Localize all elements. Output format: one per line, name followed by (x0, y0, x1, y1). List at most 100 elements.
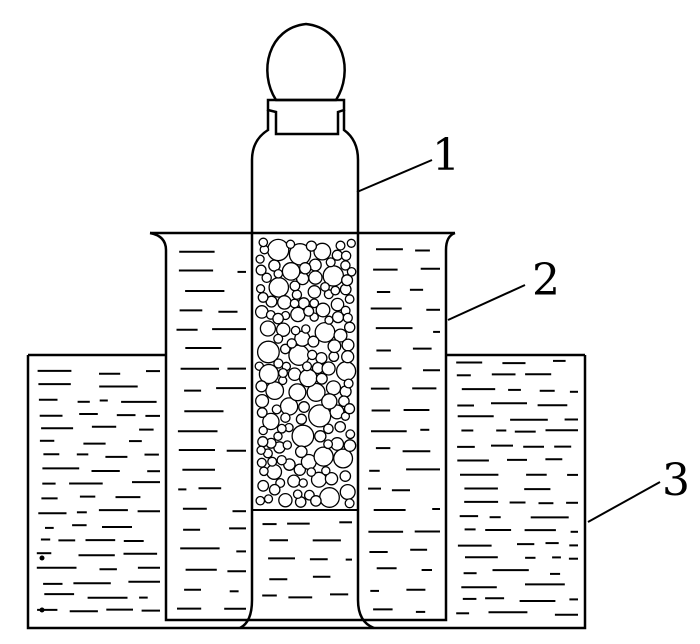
packing-bead (256, 407, 268, 419)
packing-bead (257, 436, 269, 448)
packing-bead (308, 270, 323, 285)
packing-bead (309, 298, 320, 309)
packing-bead (324, 315, 334, 325)
packing-bead (256, 340, 280, 364)
liquid-hatching (36, 248, 578, 616)
stoppered-tube (239, 22, 375, 630)
label-3: 3 (662, 455, 690, 506)
packing-bead (341, 350, 355, 364)
packing-bead (313, 446, 334, 467)
packing-bead (324, 471, 339, 486)
packing-bead (333, 448, 354, 469)
packing-bead (323, 439, 334, 450)
packing-bead (294, 445, 308, 459)
packing-bead (266, 238, 290, 262)
outer-bath-outline (26, 353, 587, 630)
packing-bead (346, 238, 356, 248)
packing-bead (255, 264, 267, 276)
packing-bead (315, 372, 328, 385)
packing-bead (278, 492, 293, 508)
packing-bead (305, 240, 318, 252)
packing-bead (321, 393, 338, 410)
stopper-bulb (266, 22, 346, 102)
packing-beads (254, 237, 357, 509)
packing-bead (307, 335, 320, 348)
packing-bead (313, 242, 332, 261)
packing-bead (343, 378, 354, 389)
packing-bead (262, 412, 280, 431)
packing-bead (334, 420, 347, 433)
packing-bead (310, 495, 322, 507)
packing-bead (255, 495, 266, 506)
packing-bead (306, 382, 326, 402)
packing-bead (273, 268, 284, 279)
packing-bead (335, 361, 357, 382)
packing-bead (277, 367, 289, 379)
packing-bead (339, 470, 352, 482)
packing-bead (277, 295, 292, 310)
packing-bead (291, 424, 315, 448)
packing-bead (325, 257, 336, 268)
packing-bead (314, 430, 327, 443)
packing-bead (281, 262, 301, 281)
packing-bead (315, 302, 331, 318)
packing-bead (289, 280, 301, 292)
outer-bath (26, 353, 587, 630)
tube-left-wall (239, 110, 270, 630)
packing-bead (258, 425, 268, 436)
packing-bead (343, 321, 356, 334)
packing-bead (255, 284, 266, 294)
packing-bead (343, 439, 357, 453)
packing-bead (330, 297, 345, 312)
leader-line-3 (587, 481, 661, 523)
packing-bead (279, 343, 291, 355)
packing-bead (273, 333, 284, 344)
packing-bead (340, 250, 352, 262)
packing-bead (319, 487, 340, 508)
packing-bead (287, 474, 301, 488)
packing-bead (342, 312, 353, 324)
packing-bead (291, 289, 303, 300)
packing-bead (280, 412, 291, 423)
packing-bead (307, 285, 322, 299)
stopper-plug (266, 98, 346, 136)
packing-bead (272, 312, 284, 325)
packing-bead (258, 237, 269, 248)
packing-bead (255, 380, 268, 393)
packing-bead (292, 489, 303, 500)
packing-bead (343, 403, 356, 415)
label-2: 2 (532, 255, 560, 306)
packing-bead (341, 274, 354, 287)
liquid-dot (39, 555, 45, 561)
packing-bead (344, 294, 355, 305)
packing-bead (286, 338, 298, 349)
beaker-outline (149, 231, 456, 622)
packing-bead (261, 272, 272, 284)
packing-bead (306, 467, 317, 477)
packing-bead (267, 456, 278, 467)
packing-bead (276, 423, 287, 434)
packing-bead (298, 401, 310, 413)
packing-bead (339, 483, 356, 501)
packing-bead (298, 368, 318, 388)
packing-bead (345, 429, 356, 440)
packing-bead (288, 383, 307, 402)
packing-bead (275, 322, 291, 337)
packing-bead (263, 494, 274, 504)
tube-right-wall (342, 110, 375, 630)
packing-bead (255, 393, 270, 409)
packing-bead (256, 457, 267, 468)
packing-bead (327, 339, 342, 354)
packing-bead (271, 404, 282, 415)
packing-bead (341, 338, 355, 352)
packing-bead (257, 291, 269, 303)
packing-bead (301, 324, 311, 334)
packing-bead (282, 440, 293, 450)
packing-bead (273, 431, 283, 442)
packing-bead (266, 463, 283, 480)
leader-line-1 (356, 159, 433, 193)
packing-bead (276, 454, 287, 466)
packing-bead (338, 395, 350, 408)
leader-line-2 (447, 284, 526, 321)
